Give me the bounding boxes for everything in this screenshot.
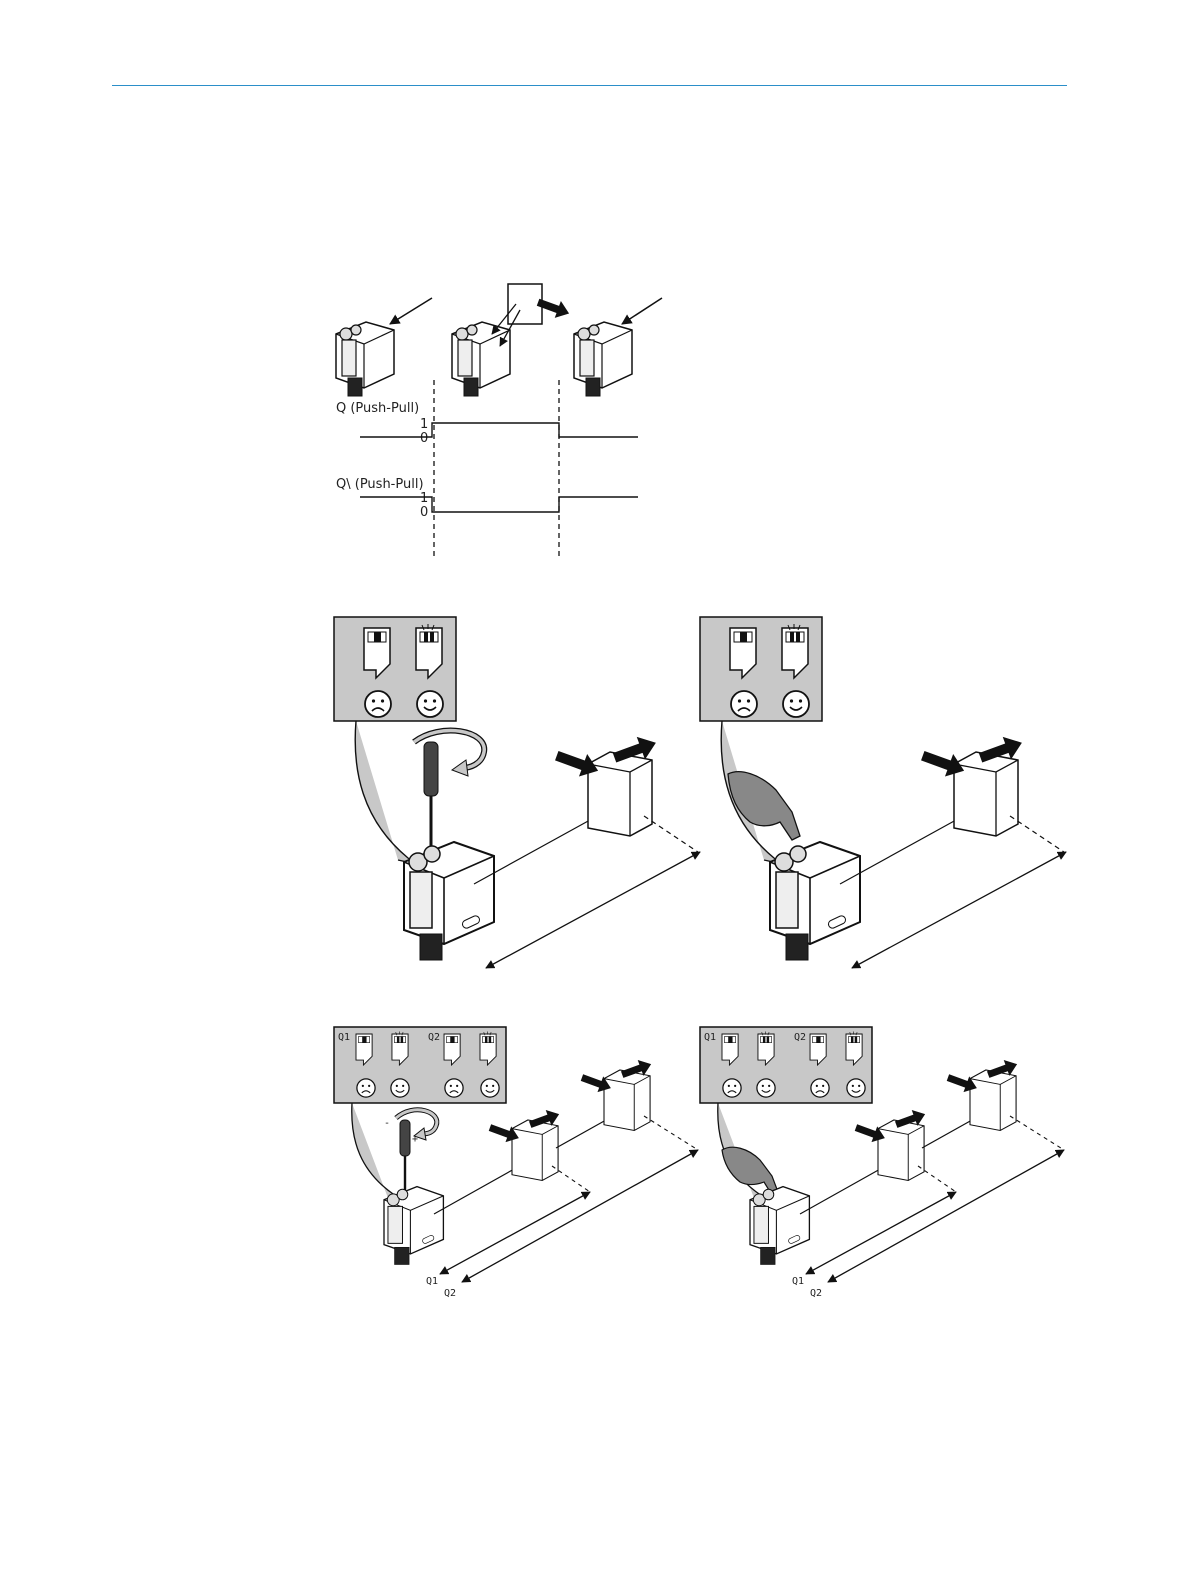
object-icon (512, 1120, 558, 1180)
sad-face-icon (731, 691, 757, 717)
screwdriver-icon (400, 1120, 410, 1190)
sensor-icon (452, 322, 510, 396)
q-level-low: 0 (420, 431, 428, 446)
sensor-icon (384, 1187, 443, 1265)
sensor-icon (404, 842, 494, 960)
q-signal (360, 423, 638, 437)
sad-face-icon (445, 1079, 463, 1097)
callout-pointer (352, 1103, 402, 1200)
callout-pointer (355, 721, 416, 864)
sad-face-icon (365, 691, 391, 717)
q-label: Q (Push-Pull) (336, 401, 419, 416)
sensor-icon (750, 1187, 809, 1265)
object-icon (970, 1070, 1016, 1130)
beam-line (474, 820, 590, 884)
range-arrow (486, 852, 700, 968)
range-arrow-q1 (440, 1192, 590, 1274)
minus-label: - (384, 1118, 390, 1129)
panel-q1-label: Q1 (704, 1032, 716, 1043)
object-icon (588, 752, 652, 836)
happy-face-icon (481, 1079, 499, 1097)
object-icon (508, 284, 542, 324)
teach-dual-potentiometer: Q1 Q2 - + (334, 1027, 698, 1299)
teach-single-potentiometer (334, 617, 700, 968)
light-beam (622, 298, 662, 324)
qinv-level-low: 0 (420, 505, 428, 520)
range-arrow-q1 (806, 1192, 956, 1274)
range-arrow-q2 (828, 1150, 1064, 1282)
sad-face-icon (723, 1079, 741, 1097)
happy-face-icon (391, 1079, 409, 1097)
range-q1-label: Q1 (426, 1276, 438, 1287)
range-q2-label: Q2 (444, 1288, 456, 1299)
beam-line-q2 (922, 1120, 972, 1148)
sad-face-icon (357, 1079, 375, 1097)
happy-face-icon (417, 691, 443, 717)
qinv-level-high: 1 (420, 491, 428, 506)
happy-face-icon (757, 1079, 775, 1097)
range-q2-label: Q2 (810, 1288, 822, 1299)
qinv-signal (360, 497, 638, 512)
object-icon (878, 1120, 924, 1180)
range-arrow (852, 852, 1066, 968)
beam-line-q1 (800, 1168, 882, 1214)
panel-q2-label: Q2 (428, 1032, 440, 1043)
panel-q1-label: Q1 (338, 1032, 350, 1043)
sensor-icon (574, 322, 632, 396)
sad-face-icon (811, 1079, 829, 1097)
sensor-icon (770, 842, 860, 960)
object-icon (604, 1070, 650, 1130)
timing-diagram: Q (Push-Pull) 1 0 Q\ (Push-Pull) 1 0 (336, 284, 662, 556)
happy-face-icon (783, 691, 809, 717)
teach-dual-button: Q1 Q2 (700, 1027, 1064, 1299)
qinv-label: Q\ (Push-Pull) (336, 477, 424, 492)
sensor-icon (336, 322, 394, 396)
hand-icon (728, 772, 800, 840)
light-beam (390, 298, 432, 324)
q-level-high: 1 (420, 417, 428, 432)
hand-icon (722, 1147, 778, 1195)
beam-line (840, 820, 956, 884)
beam-line-q1 (434, 1168, 516, 1214)
screwdriver-icon (424, 742, 438, 848)
beam-line-q2 (556, 1120, 606, 1148)
plus-label: + (412, 1134, 418, 1145)
range-arrow-q2 (462, 1150, 698, 1282)
object-icon (954, 752, 1018, 836)
panel-q2-label: Q2 (794, 1032, 806, 1043)
happy-face-icon (847, 1079, 865, 1097)
range-q1-label: Q1 (792, 1276, 804, 1287)
teach-single-button (700, 617, 1066, 968)
